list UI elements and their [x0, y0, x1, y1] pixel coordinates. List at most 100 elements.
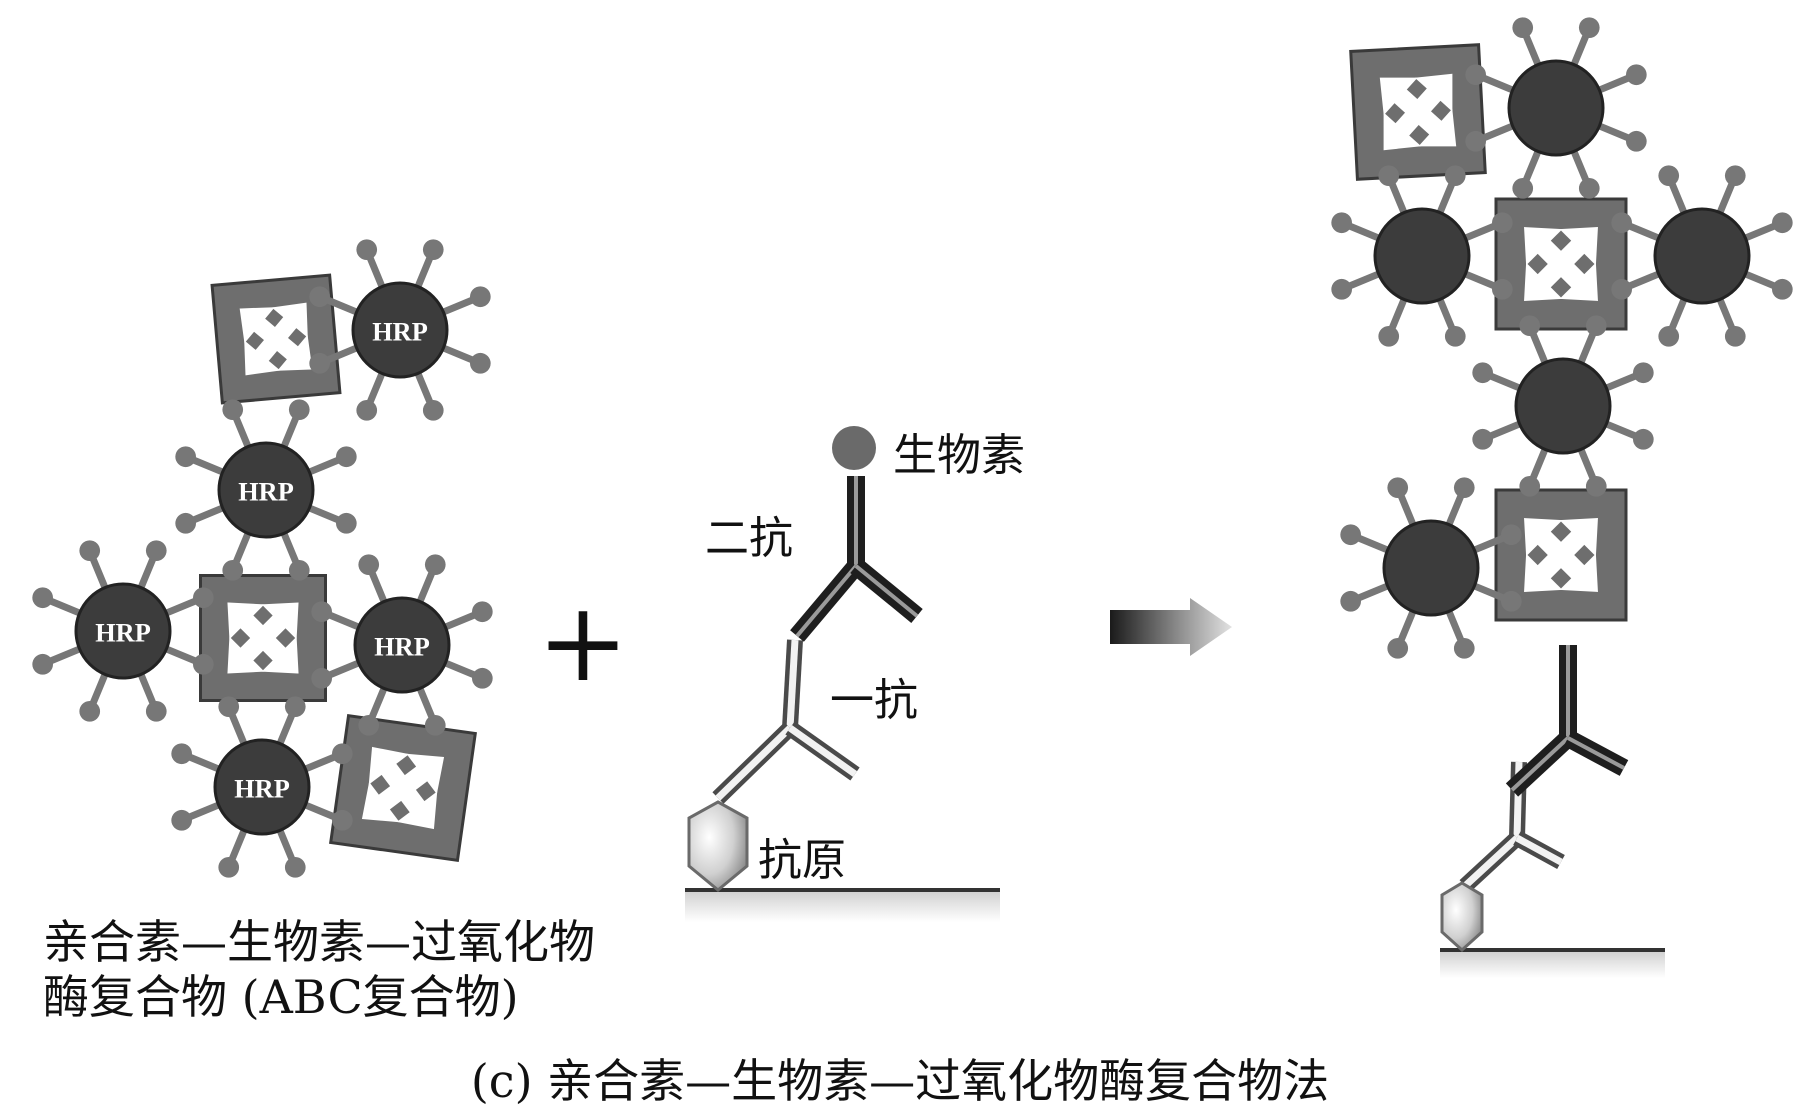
- biotin-head: [471, 667, 493, 689]
- biotin-head: [1472, 362, 1494, 384]
- biotin-head: [309, 286, 331, 308]
- biotin-head: [145, 540, 167, 562]
- biotin-head: [424, 714, 446, 736]
- biotin-head: [192, 587, 214, 609]
- hrp-enzyme: HRP: [32, 540, 214, 722]
- biotin-head: [471, 601, 493, 623]
- biotin-head: [1491, 212, 1513, 234]
- antibody-shape: [1505, 645, 1629, 797]
- biotin-head: [1500, 590, 1522, 612]
- antibody-chain-core: [1515, 834, 1563, 866]
- biotin-head: [1578, 17, 1600, 39]
- biotin-label: 生物素: [893, 430, 1025, 481]
- biotin-head: [171, 743, 193, 765]
- biotin-head: [1625, 130, 1647, 152]
- abc-complex-label-line2: 酶复合物 (ABC复合物): [43, 970, 519, 1024]
- hrp-body: [351, 281, 449, 379]
- biotin-head: [1444, 325, 1466, 347]
- hrp-body: [1514, 357, 1612, 455]
- secondary-antibody-label: 二抗: [705, 513, 793, 564]
- antibody-chain-core: [854, 564, 919, 618]
- biotin-head: [1453, 637, 1475, 659]
- antibody-shape: [712, 639, 860, 804]
- biotin-head: [288, 559, 310, 581]
- biotin-head: [335, 512, 357, 534]
- biotin-head: [218, 856, 240, 878]
- biotin-head: [1465, 64, 1487, 86]
- secondary-antibody: [790, 476, 923, 642]
- hrp-enzyme: [1340, 477, 1522, 659]
- biotin-head: [422, 399, 444, 421]
- avidin-body: [1494, 197, 1628, 331]
- biotin-head: [284, 696, 306, 718]
- hrp-body: [1653, 207, 1751, 305]
- hrp-enzyme: HRP: [171, 696, 353, 878]
- hrp-enzyme: HRP: [175, 399, 357, 581]
- biotin-head: [288, 399, 310, 421]
- biotin-head: [1512, 17, 1534, 39]
- primary-antibody-label: 一抗: [830, 675, 918, 726]
- antibody-chain-core: [1567, 736, 1625, 770]
- avidin-molecule: [210, 273, 342, 405]
- biotin-head: [1632, 428, 1654, 450]
- biotin-head: [222, 399, 244, 421]
- right-antigen: [1440, 881, 1484, 953]
- hrp-enzyme: [1331, 165, 1513, 347]
- biotin-head: [284, 856, 306, 878]
- biotin-head: [79, 700, 101, 722]
- biotin-head: [79, 540, 101, 562]
- hrp-body: [217, 441, 315, 539]
- biotin-head: [171, 809, 193, 831]
- antibody-chain-core: [786, 639, 799, 729]
- antibody-chain-core: [715, 725, 793, 801]
- avidin-arrow-cutout: [255, 602, 299, 646]
- biotin-head: [1500, 524, 1522, 546]
- biotin-head: [1658, 165, 1680, 187]
- biotin-head: [175, 446, 197, 468]
- hrp-enzyme: [1465, 17, 1647, 199]
- biotin-head: [192, 653, 214, 675]
- plus-sign: +: [537, 578, 629, 706]
- avidin-molecule: [199, 574, 327, 702]
- biotin-head: [331, 743, 353, 765]
- avidin-arrow-cutout: [1553, 518, 1598, 563]
- biotin-head: [311, 601, 333, 623]
- biotin-head: [1658, 325, 1680, 347]
- hrp-body: [1507, 59, 1605, 157]
- hrp-body: [213, 738, 311, 836]
- avidin-arrow-cutout: [396, 753, 445, 796]
- surface-plate: [685, 890, 1000, 922]
- biotin-head: [422, 239, 444, 261]
- biotin-head: [1578, 177, 1600, 199]
- biotin-head: [1512, 177, 1534, 199]
- biotin-head: [1331, 278, 1353, 300]
- biotin-head: [1585, 475, 1607, 497]
- biotin-head: [1771, 278, 1793, 300]
- hrp-body: [1373, 207, 1471, 305]
- biotin-head: [1378, 165, 1400, 187]
- biotin-head: [1519, 315, 1541, 337]
- biotin-head: [311, 667, 333, 689]
- biotin-head: [469, 352, 491, 374]
- antibody-chain-core: [787, 725, 858, 777]
- biotin-head: [1771, 212, 1793, 234]
- biotin-head: [1632, 362, 1654, 384]
- biotin-head: [1331, 212, 1353, 234]
- biotin-head: [175, 512, 197, 534]
- biotin-head: [1472, 428, 1494, 450]
- antibody-chain-core: [1510, 736, 1570, 792]
- biotin-head: [1611, 278, 1633, 300]
- hrp-label: HRP: [372, 317, 428, 346]
- reaction-arrow: [1110, 598, 1232, 656]
- biotin-head: [331, 809, 353, 831]
- right-secondary-antibody: [1505, 645, 1629, 797]
- biotin-head: [145, 700, 167, 722]
- antigen: [687, 800, 749, 892]
- hrp-label: HRP: [238, 477, 294, 506]
- hrp-label: HRP: [234, 774, 290, 803]
- antibody-chain-core: [795, 564, 858, 638]
- hrp-enzyme: [1472, 315, 1654, 497]
- biotin-head: [424, 554, 446, 576]
